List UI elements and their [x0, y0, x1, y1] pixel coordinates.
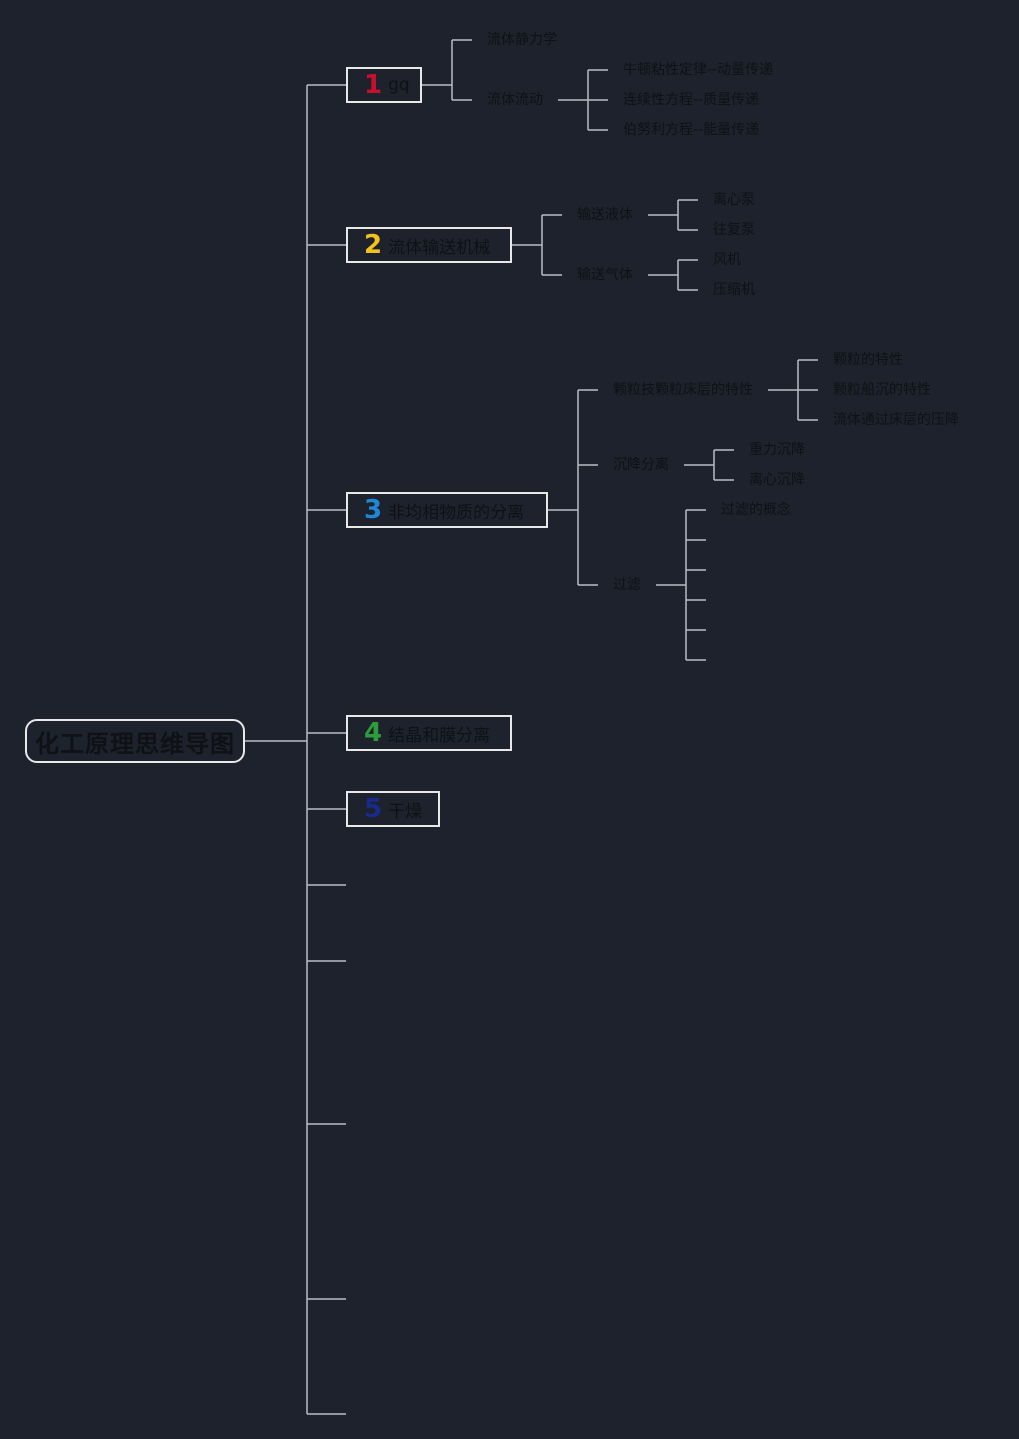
topic-1-number: 1 — [364, 70, 383, 100]
topic-2[interactable]: 2 流体输送机械 — [346, 227, 512, 263]
node-flow-child-2[interactable]: 连续性方程--质量传递 — [623, 92, 760, 108]
topic-5-number: 5 — [364, 794, 383, 824]
node-filtration-child-1[interactable]: 过滤的概念 — [721, 502, 791, 518]
topic-3-label: 非均相物质的分离 — [388, 502, 525, 523]
topic-3[interactable]: 3 非均相物质的分离 — [346, 492, 548, 528]
topic-2-label: 流体输送机械 — [388, 237, 491, 258]
node-settling-child-2[interactable]: 离心沉降 — [749, 472, 805, 488]
node-liquid-child-1[interactable]: 离心泵 — [713, 192, 755, 208]
topic-1[interactable]: 1 gq — [346, 67, 422, 103]
node-settling-child-1[interactable]: 重力沉降 — [749, 442, 805, 458]
root-node[interactable]: 化工原理思维导图 — [25, 719, 245, 763]
root-label: 化工原理思维导图 — [35, 729, 235, 758]
node-particle[interactable]: 颗粒技颗粒床层的特性 — [613, 382, 753, 398]
node-gas-child-1[interactable]: 风机 — [713, 252, 741, 268]
node-liquid-child-2[interactable]: 往复泵 — [713, 222, 755, 238]
node-settling[interactable]: 沉降分离 — [613, 457, 669, 473]
node-flow-child-3[interactable]: 伯努利方程--能量传递 — [623, 122, 760, 138]
topic-5[interactable]: 5 干燥 — [346, 791, 440, 827]
topic-1-label: gq — [388, 75, 410, 95]
node-particle-child-1[interactable]: 颗粒的特性 — [833, 352, 903, 368]
topic-2-number: 2 — [364, 230, 383, 260]
node-flow[interactable]: 流体流动 — [487, 92, 543, 108]
topic-4-label: 结晶和膜分离 — [388, 725, 491, 746]
topic-5-label: 干燥 — [388, 801, 423, 822]
node-filtration[interactable]: 过滤 — [613, 577, 641, 593]
node-particle-child-2[interactable]: 颗粒船沉的特性 — [833, 382, 931, 398]
node-gas[interactable]: 输送气体 — [577, 267, 633, 283]
topic-4[interactable]: 4 结晶和膜分离 — [346, 715, 512, 751]
node-flow-child-1[interactable]: 牛顿粘性定律--动量传递 — [623, 62, 774, 78]
topic-4-number: 4 — [364, 718, 383, 748]
node-liquid[interactable]: 输送液体 — [577, 207, 633, 223]
node-statics[interactable]: 流体静力学 — [487, 32, 557, 48]
node-particle-child-3[interactable]: 流体通过床层的压降 — [833, 412, 959, 428]
topic-3-number: 3 — [364, 495, 383, 525]
node-gas-child-2[interactable]: 压缩机 — [713, 282, 755, 298]
